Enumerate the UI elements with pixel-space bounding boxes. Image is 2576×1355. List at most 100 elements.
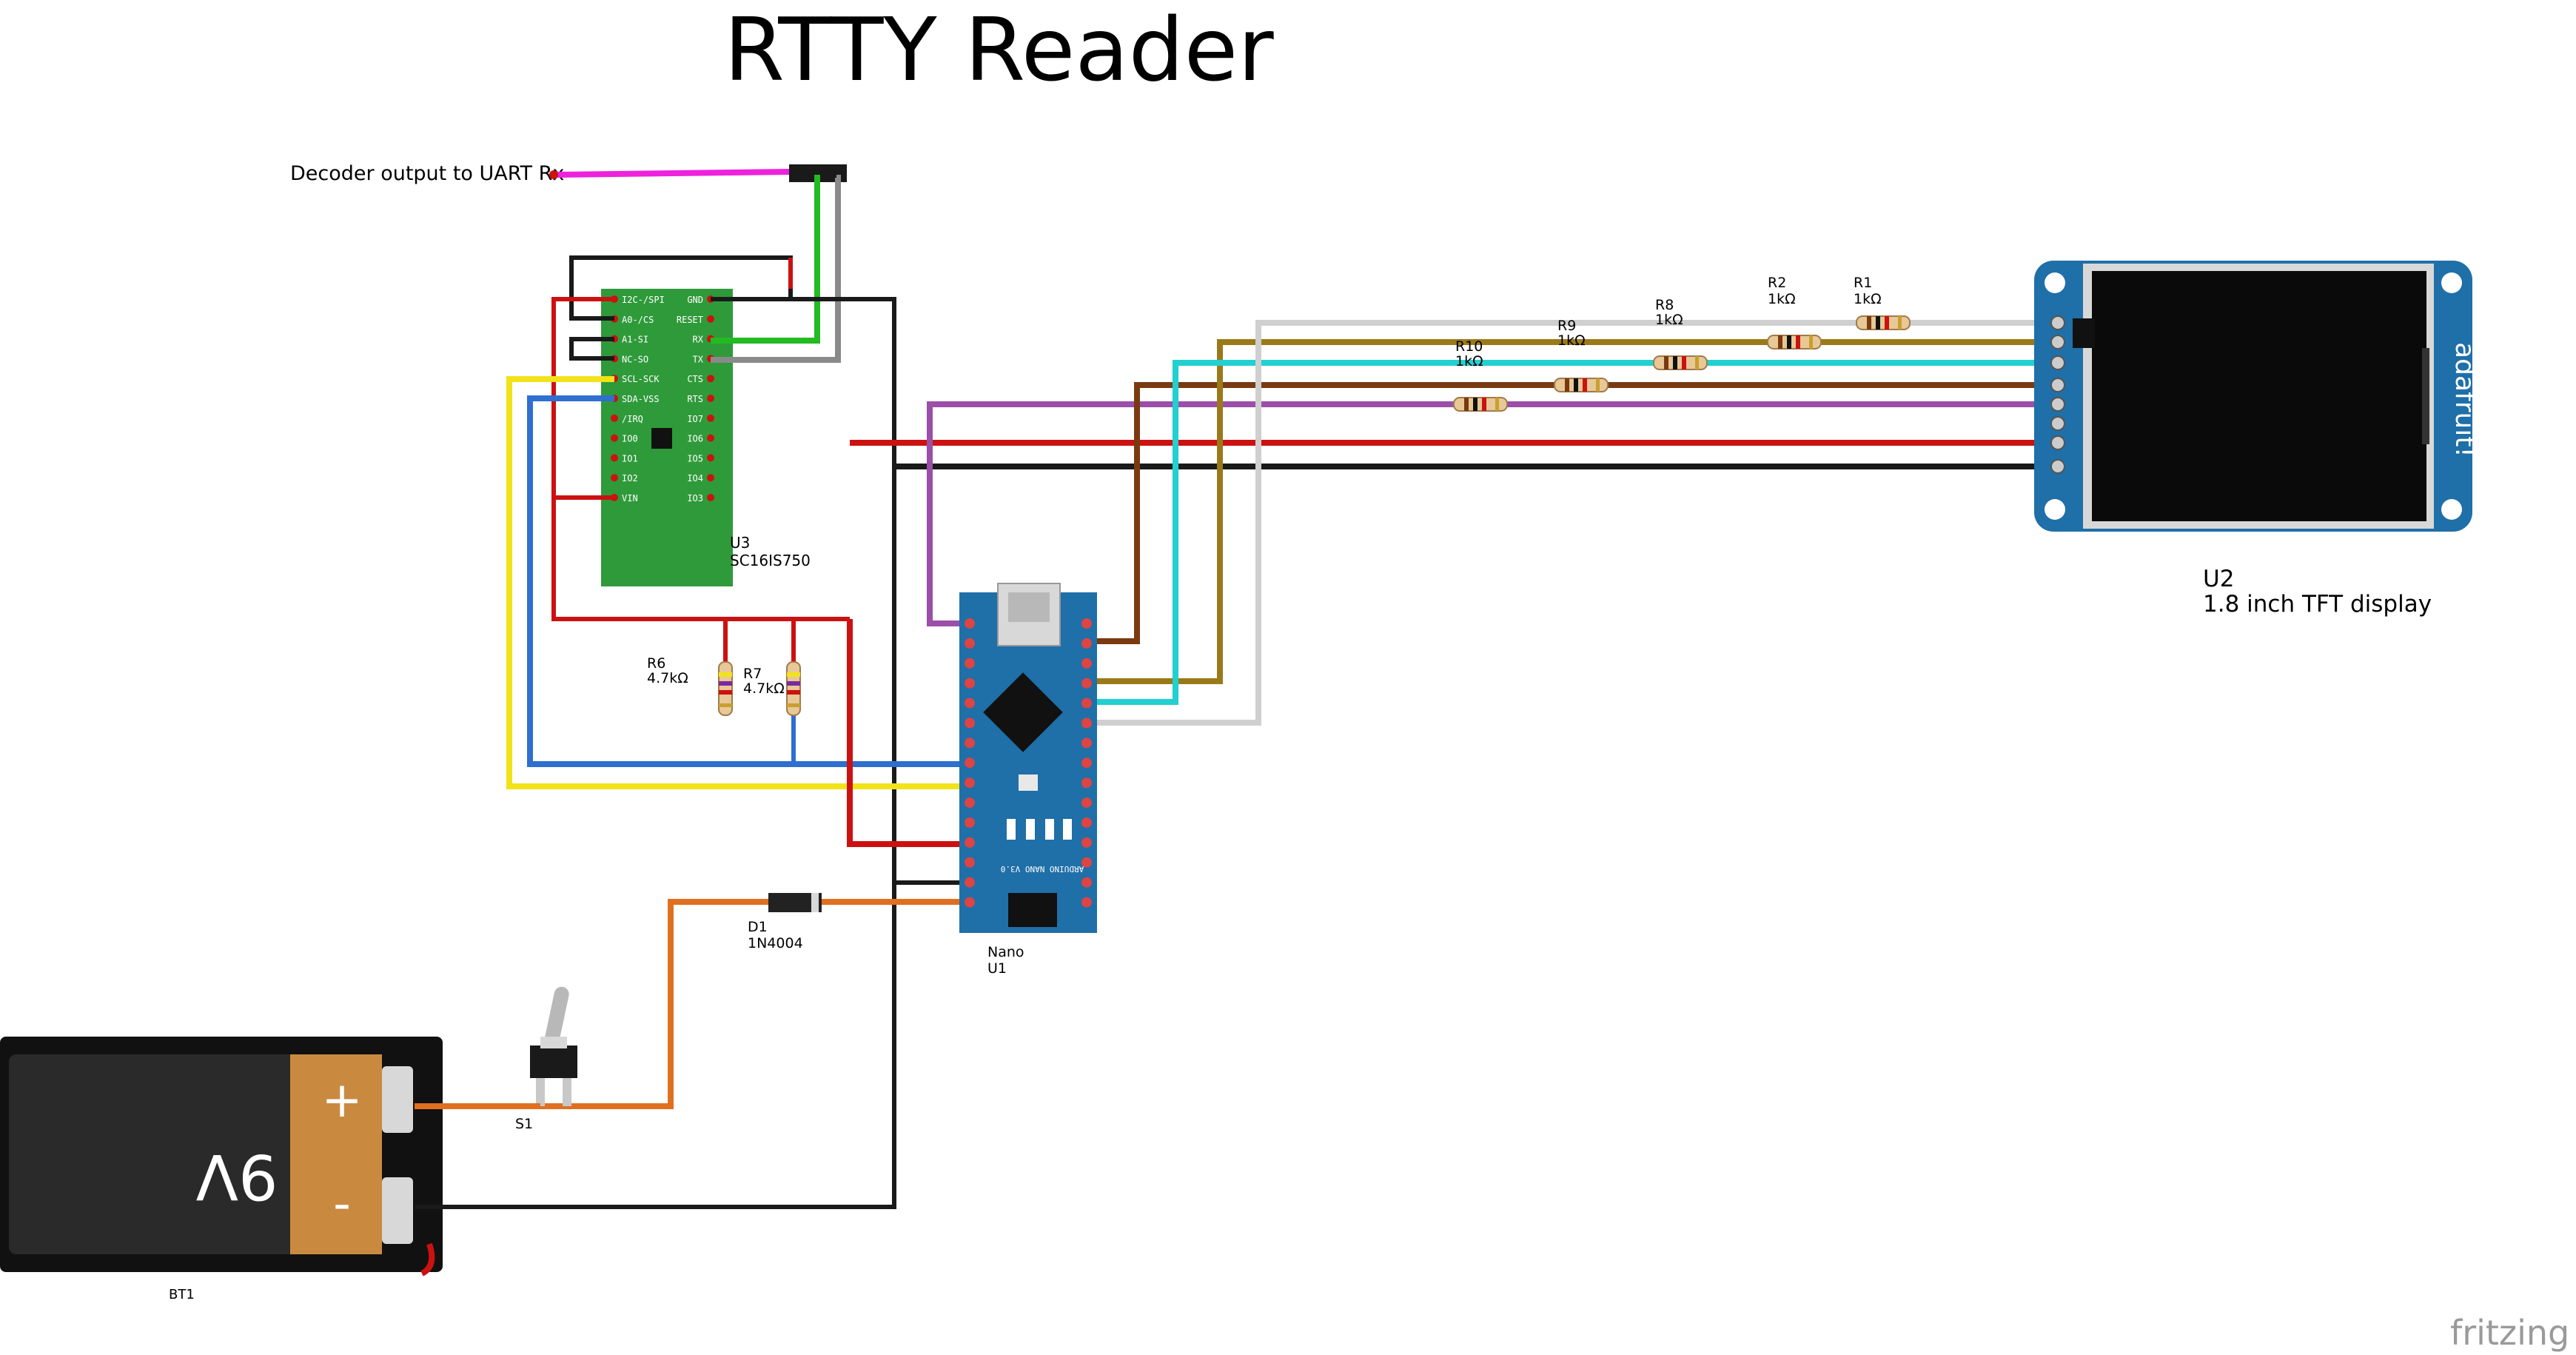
r1-value: 1kΩ: [1854, 291, 1882, 307]
nano-board-text: ARDUINO NANO V3.0: [1001, 864, 1084, 874]
resistor-r8[interactable]: [1653, 355, 1708, 370]
input-label: Decoder output to UART Rx: [290, 162, 564, 185]
u3-right-pin-label: CTS: [687, 374, 703, 384]
u3-pin-dot: [611, 454, 618, 462]
nano-pin: [965, 817, 975, 828]
nano-pin: [1081, 757, 1092, 769]
wire-5v-red[interactable]: [847, 619, 970, 847]
tft-header-pins: [2050, 315, 2065, 474]
tft-pin: [2050, 335, 2065, 349]
fritzing-watermark: fritzing: [2450, 1313, 2569, 1353]
tft-pin: [2050, 397, 2065, 412]
u3-pin-dot: [707, 434, 714, 442]
u3-right-pin-label: RESET: [677, 315, 703, 325]
nano-pin: [965, 658, 975, 669]
u3-right-pin-label: IO5: [687, 453, 703, 464]
nano-pin: [965, 877, 975, 888]
r10-value: 1kΩ: [1455, 353, 1483, 369]
nano-pin: [965, 857, 975, 868]
nano-pin: [965, 797, 975, 809]
u3-left-pin-label: SDA-VSS: [622, 394, 660, 404]
u3-right-pin-label: IO7: [687, 414, 703, 424]
r6-ref: R6: [647, 655, 665, 672]
d1-name: 1N4004: [748, 935, 803, 951]
nano-pin: [965, 678, 975, 689]
wire-u3-vin-red[interactable]: [551, 297, 850, 621]
wire-tft-vcc-red[interactable]: [850, 429, 2061, 446]
resistor-r9[interactable]: [1554, 378, 1609, 392]
nano-right-pins: [1081, 618, 1092, 908]
wire-sda-blue[interactable]: [527, 395, 970, 767]
wire-rst-white[interactable]: [1096, 320, 2058, 726]
resistor-r2[interactable]: [1767, 335, 1822, 349]
u3-right-pin-label: GND: [687, 295, 703, 305]
d1-ref: D1: [748, 919, 768, 935]
nano-pin: [1081, 897, 1092, 908]
nano-pin: [1081, 638, 1092, 649]
u3-left-pin-label: NC-SO: [622, 354, 648, 364]
resistor-r6[interactable]: [718, 661, 733, 716]
nano-pin: [965, 697, 975, 709]
u3-pin-dot: [707, 474, 714, 482]
u3-pin-dot: [611, 474, 618, 482]
u3-left-pin-label: A1-SI: [622, 335, 648, 345]
wire-input-magenta[interactable]: [549, 169, 791, 179]
resistor-r1[interactable]: [1856, 315, 1911, 330]
u3-right-pin-label: TX: [693, 354, 704, 364]
wire-sck-purple[interactable]: [927, 401, 2058, 626]
tft-pin: [2050, 378, 2065, 392]
wire-vin-orange[interactable]: [415, 899, 970, 1109]
nano-left-pins: [965, 618, 975, 908]
u3-right-pin-label: IO6: [687, 434, 703, 444]
u3-pin-dot: [707, 375, 714, 383]
wire-mosi-cyan[interactable]: [1096, 360, 2058, 705]
battery-bt1[interactable]: [0, 1037, 443, 1272]
r2-ref: R2: [1768, 275, 1786, 291]
wire-u3-a1-black[interactable]: [569, 337, 614, 361]
wire-tx-gray[interactable]: [711, 175, 841, 363]
nano-pin: [965, 837, 975, 848]
nano-pin: [1081, 857, 1092, 868]
r6-value: 4.7kΩ: [647, 670, 688, 686]
nano-pin: [965, 717, 975, 729]
u3-pin-dot: [611, 414, 618, 422]
wire-scl-yellow[interactable]: [506, 376, 970, 789]
r7-value: 4.7kΩ: [743, 680, 785, 697]
r7-ref: R7: [743, 666, 762, 682]
resistor-r10[interactable]: [1453, 397, 1508, 412]
nano-pin: [965, 777, 975, 789]
u2-ref: U2: [2203, 566, 2234, 592]
u3-pin-dot: [707, 395, 714, 402]
toggle-switch-s1[interactable]: [530, 986, 577, 1106]
nano-pin: [1081, 797, 1092, 809]
u3-ref: U3: [730, 534, 750, 552]
u3-name: SC16IS750: [730, 552, 811, 569]
tft-pin: [2050, 315, 2065, 330]
u1-name: Nano: [987, 944, 1024, 960]
nano-pin: [1081, 817, 1092, 828]
nano-pin: [1081, 877, 1092, 888]
nano-pin: [1081, 837, 1092, 848]
nano-pin: [1081, 737, 1092, 749]
nano-pin: [965, 897, 975, 908]
u3-right-pin-label: IO4: [687, 473, 703, 484]
wire-cs-brown[interactable]: [1096, 382, 2058, 644]
nano-pin: [965, 757, 975, 769]
wire-dc-olive[interactable]: [1096, 339, 2058, 684]
diode-d1[interactable]: [768, 893, 822, 912]
tft-pin: [2050, 355, 2065, 370]
resistor-r7[interactable]: [786, 661, 801, 716]
r9-value: 1kΩ: [1557, 332, 1586, 349]
u3-left-pin-label: IO2: [622, 473, 638, 484]
u3-right-pin-label: IO3: [687, 493, 703, 503]
u3-left-pin-label: I2C-/SPI: [622, 295, 665, 305]
u1-arduino-nano[interactable]: [959, 583, 1097, 933]
tft-pin: [2050, 416, 2065, 431]
u2-tft-display[interactable]: [2034, 261, 2472, 532]
u3-pin-dot: [707, 454, 714, 462]
r2-value: 1kΩ: [1768, 291, 1796, 307]
r8-ref: R8: [1655, 297, 1674, 313]
wire-rx-green[interactable]: [711, 175, 820, 344]
